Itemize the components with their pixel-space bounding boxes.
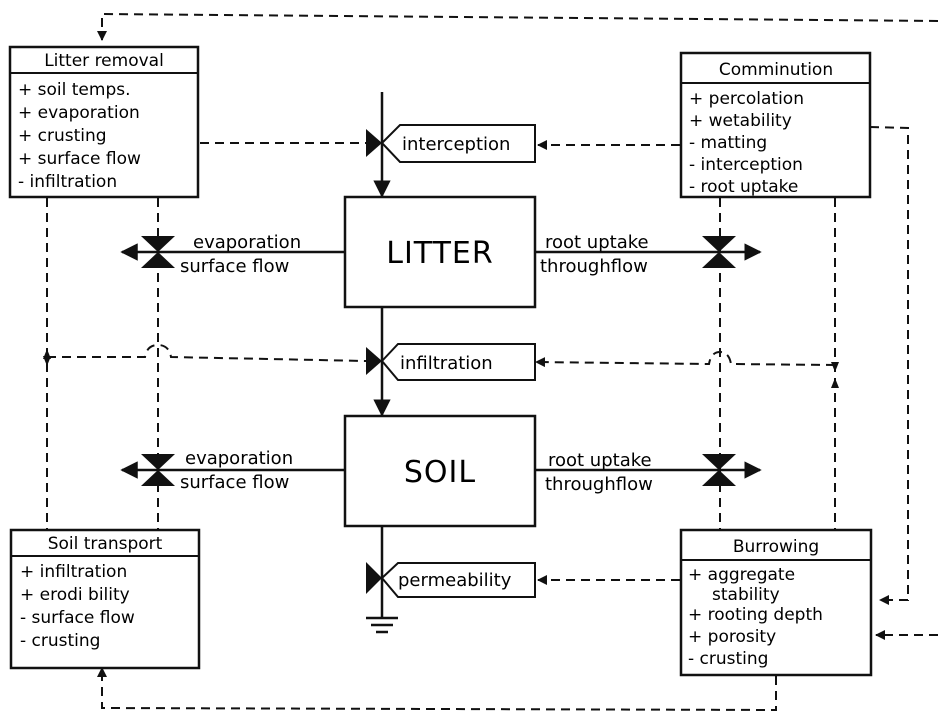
litter-right-flow-2: throughflow bbox=[540, 256, 648, 277]
infiltration-valve-icon bbox=[366, 347, 382, 375]
permeability-label: permeability bbox=[398, 570, 512, 591]
litter-removal-item: + soil temps. bbox=[18, 80, 131, 100]
soil-store-box bbox=[345, 416, 535, 526]
burrowing-item: + aggregate bbox=[688, 565, 795, 585]
soil-transport-item: - surface flow bbox=[20, 608, 135, 628]
litter-removal-box: Litter removal + soil temps. + evaporati… bbox=[10, 47, 198, 197]
litter-removal-item: - infiltration bbox=[18, 172, 117, 192]
burrowing-item: stability bbox=[712, 585, 780, 605]
comminution-title: Comminution bbox=[719, 60, 833, 80]
litter-left-valve-icon bbox=[141, 236, 175, 252]
soil-transport-item: + erodi bility bbox=[20, 585, 130, 605]
valves bbox=[141, 129, 736, 594]
burrowing-item: - crusting bbox=[688, 649, 768, 669]
permeability-valve-icon bbox=[366, 562, 382, 594]
right-to-infiltration bbox=[535, 352, 835, 368]
soil-right-flow-1: root uptake bbox=[548, 450, 652, 471]
litter-store-label: LITTER bbox=[386, 236, 493, 271]
comminution-item: + wetability bbox=[689, 111, 792, 131]
comminution-item: - interception bbox=[689, 155, 803, 175]
interception-tag bbox=[382, 125, 535, 162]
litter-removal-item: + evaporation bbox=[18, 103, 140, 123]
burrowing-title: Burrowing bbox=[733, 537, 819, 557]
burrowing-box: Burrowing + aggregate stability + rootin… bbox=[681, 530, 871, 675]
soil-left-flow-1: evaporation bbox=[185, 448, 293, 469]
soil-transport-box: Soil transport + infiltration + erodi bi… bbox=[11, 530, 199, 668]
soil-transport-item: + infiltration bbox=[20, 562, 127, 582]
burrowing-item: + rooting depth bbox=[688, 605, 823, 625]
comminution-box: Comminution + percolation + wetability -… bbox=[681, 53, 870, 197]
bottom-feedback-line bbox=[97, 667, 776, 710]
litter-removal-title: Litter removal bbox=[44, 51, 164, 71]
litter-removal-item: + crusting bbox=[18, 126, 107, 146]
interception-label: interception bbox=[402, 134, 510, 155]
litter-store-box bbox=[345, 197, 535, 307]
litter-removal-item: + surface flow bbox=[18, 149, 141, 169]
soil-right-flow-2: throughflow bbox=[545, 474, 653, 495]
soil-right-valve-icon bbox=[702, 454, 736, 470]
top-feedback-line bbox=[97, 14, 938, 41]
infiltration-label: infiltration bbox=[400, 353, 493, 374]
interception-valve-icon bbox=[366, 129, 382, 157]
comminution-to-right-loop bbox=[870, 127, 908, 605]
permeability-tag bbox=[382, 563, 535, 597]
litter-right-valve-icon bbox=[702, 236, 736, 252]
comminution-item: + percolation bbox=[689, 89, 804, 109]
ground-sink-icon bbox=[366, 618, 398, 632]
soil-store-label: SOIL bbox=[404, 455, 476, 490]
litter-left-flow-1: evaporation bbox=[193, 232, 301, 253]
soil-left-flow-2: surface flow bbox=[180, 472, 289, 493]
infiltration-tag bbox=[382, 344, 535, 380]
left-to-infiltration bbox=[47, 345, 366, 361]
soil-transport-item: - crusting bbox=[20, 631, 100, 651]
soil-transport-title: Soil transport bbox=[48, 534, 163, 554]
comminution-item: - matting bbox=[689, 133, 767, 153]
junction-arrows bbox=[43, 349, 839, 388]
litter-right-flow-1: root uptake bbox=[545, 232, 649, 253]
comminution-item: - root uptake bbox=[689, 177, 798, 197]
litter-left-flow-2: surface flow bbox=[180, 256, 289, 277]
soil-left-valve-icon bbox=[141, 454, 175, 470]
burrowing-item: + porosity bbox=[688, 627, 776, 647]
